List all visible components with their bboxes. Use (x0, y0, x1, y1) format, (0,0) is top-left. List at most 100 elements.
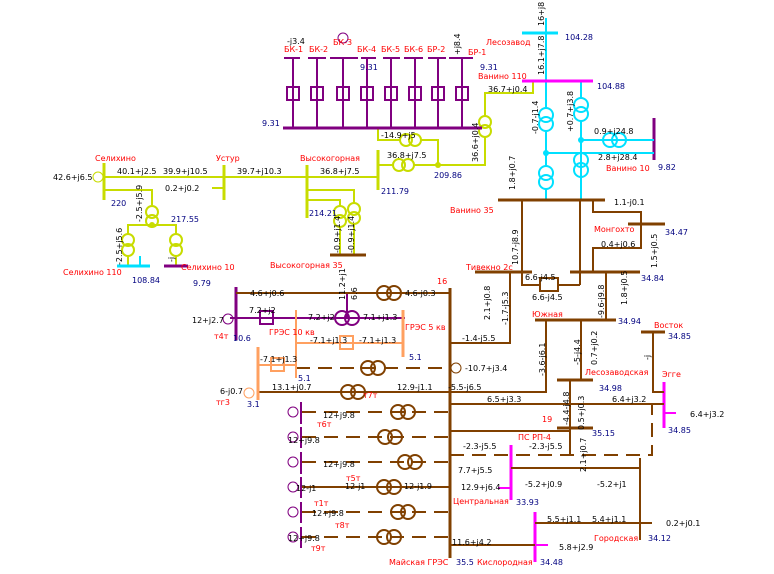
voltage-label: 211.79 (381, 187, 409, 196)
feeder-label: БК-6 (404, 45, 423, 54)
flow-label: 12-j1.9 (404, 482, 432, 491)
flow-label: 0.4+j0.6 (601, 240, 635, 249)
flow-label: 6.4+j3.2 (690, 410, 724, 419)
flow-label: -7.1+j1.3 (310, 336, 347, 345)
flow-label: 1.8+j0.5 (620, 271, 629, 305)
flow-label: -j (167, 257, 176, 262)
voltage-label: 34.47 (665, 228, 688, 237)
generator-label: т8т (335, 521, 350, 530)
flow-label: 36.8+j7.5 (387, 151, 426, 160)
station-label: Ванино 110 (478, 72, 527, 81)
flow-label: -7.1+j1.3 (260, 355, 297, 364)
station-label: Лесозавод (486, 38, 531, 47)
flow-label: 10.7-j8.9 (511, 229, 520, 265)
feeder-labels: БК-1 БК-2 БК-3 БК-4 БК-5 БК-6 БР-2 БР-1 (284, 38, 486, 57)
flow-label: 13.1+j0.7 (272, 383, 311, 392)
flow-label: 0.7+j0.2 (590, 331, 599, 365)
voltage-label: 34.12 (648, 534, 671, 543)
flow-label: 2.8+j28.4 (598, 153, 637, 162)
flow-label: 16+j8 (537, 2, 546, 26)
flow-label: -0.7-j1.4 (531, 101, 540, 134)
flow-label: 12.9+j6.4 (461, 483, 500, 492)
flow-label: 2.1+j0.8 (483, 286, 492, 320)
station-label: 16 (437, 277, 447, 286)
flow-label: -2.3-j5.5 (529, 442, 562, 451)
flow-label: 12-j1 (296, 484, 316, 493)
generator-label: т6т (317, 420, 332, 429)
station-label: Тивекно 2с (465, 263, 513, 272)
generator-label: т9т (311, 544, 326, 553)
flow-label: -1.4-j5.5 (462, 334, 495, 343)
voltage-label: 34.94 (618, 317, 641, 326)
flow-label: -7.1+j1.3 (359, 336, 396, 345)
flow-label: 4.6-j0.3 (405, 289, 436, 298)
flow-label: 7.1+j1.3 (363, 313, 397, 322)
flow-label: 11.2+j1 (338, 268, 347, 300)
generator-label: т7т (363, 391, 378, 400)
flow-label: -5.2+j1 (597, 480, 627, 489)
flow-label: 4.6+j0.6 (250, 289, 284, 298)
flow-label: 6.4+j3.2 (612, 395, 646, 404)
flow-label: -10.7+j3.4 (465, 364, 507, 373)
voltage-label: 34.85 (668, 426, 691, 435)
voltage-label: 9.31 (480, 63, 498, 72)
station-labels: Селихино Устур Высокогорная Лесозавод Ва… (63, 38, 683, 567)
flow-label: 5.4+j1.1 (592, 515, 626, 524)
voltage-label: 3.1 (247, 400, 260, 409)
feeder-label: БК-3 (333, 38, 352, 47)
station-label: Майская ГРЭС (389, 558, 449, 567)
voltage-label: 108.84 (132, 276, 160, 285)
flow-label: 40.1+j2.5 (117, 167, 156, 176)
voltage-label: 5.1 (298, 374, 311, 383)
flow-label: -2.5+j5.9 (135, 185, 144, 222)
feeder-label: БР-1 (468, 48, 486, 57)
flow-label: +0.7+j3.8 (566, 91, 575, 132)
station-label: 19 (542, 415, 552, 424)
flow-label: 1.5+j0.5 (650, 234, 659, 268)
flow-label: +j8.4 (453, 33, 462, 55)
station-label: Ванино 10 (606, 164, 650, 173)
flow-label: 6.6-j4.5 (525, 273, 556, 282)
flow-label: 42.6+j6.5 (53, 173, 92, 182)
station-label: Селихино 110 (63, 268, 122, 277)
flow-label: 5.5+j1.1 (547, 515, 581, 524)
station-label: Восток (654, 321, 683, 330)
flow-label: 1.8+j0.7 (508, 156, 517, 190)
station-label: ПС РП-4 (518, 433, 551, 442)
station-label: Селихино (95, 154, 136, 163)
station-label: Эгге (662, 370, 681, 379)
feeder-label: БК-2 (309, 45, 328, 54)
flow-label: 12+j9.8 (323, 411, 355, 420)
flow-label: 6-j0.7 (220, 387, 243, 396)
generator-labels: т4т тг3 т7т т6т т5т т1т т8т т9т (214, 332, 378, 553)
flow-label: 12+j9.8 (323, 460, 355, 469)
flow-label: 12-j1 (345, 482, 365, 491)
flow-label: 16.1+j7.8 (537, 36, 546, 75)
generator-icons (92, 32, 462, 548)
flow-label: -3.6-j6.1 (538, 343, 547, 376)
voltage-label: 104.28 (565, 33, 593, 42)
flow-label: 7.2+j2 (249, 306, 276, 315)
flow-label: 11.6+j4.2 (452, 538, 491, 547)
station-label: Высокогорная 35 (270, 261, 343, 270)
voltage-label: 220 (111, 199, 126, 208)
station-label: Городская (594, 534, 638, 543)
flow-label: -2.5+j5.6 (115, 228, 124, 265)
flow-label: -1.7-j5.3 (501, 292, 510, 325)
flow-label: 6.5+j3.3 (487, 395, 521, 404)
flow-label: -0.9+j1.4 (347, 216, 356, 253)
station-label: Центральная (453, 497, 509, 506)
flow-label: 12+j9.8 (312, 509, 344, 518)
voltage-label: 35.15 (592, 429, 615, 438)
voltage-label: 5.1 (409, 353, 422, 362)
flow-label: 12+j9.8 (288, 436, 320, 445)
voltage-label: 33.93 (516, 498, 539, 507)
flow-label: -5.2+j0.9 (525, 480, 562, 489)
flow-label: -0.9+j1.4 (333, 216, 342, 253)
generator-label: т5т (346, 474, 361, 483)
flow-label: 36.6+j0.4 (471, 123, 480, 162)
flow-label: -9.6-j9.8 (597, 285, 606, 318)
flow-label: 1.1-j0.1 (614, 198, 645, 207)
station-label: ГРЭС 5 кв (405, 323, 446, 332)
